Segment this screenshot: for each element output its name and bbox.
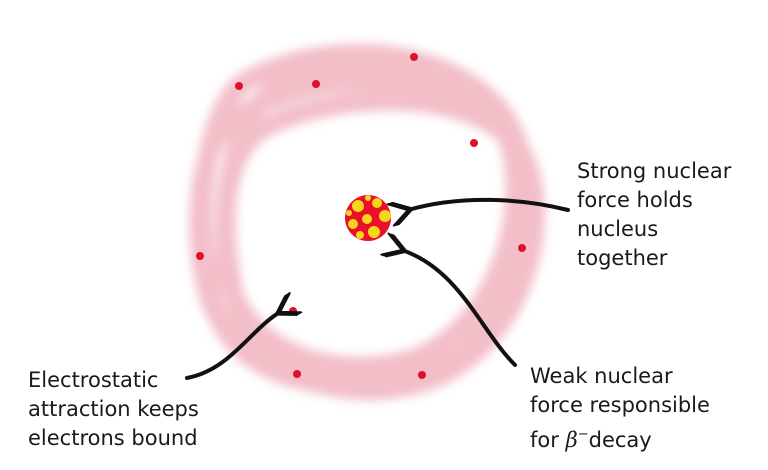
beta-symbol: β bbox=[565, 428, 578, 452]
electron-orbits bbox=[189, 43, 545, 401]
electron bbox=[518, 244, 526, 252]
electron bbox=[418, 371, 426, 379]
electron bbox=[235, 82, 243, 90]
label-line: together bbox=[577, 246, 668, 270]
nucleus bbox=[345, 195, 391, 241]
electron bbox=[196, 252, 204, 260]
label-text: for bbox=[530, 428, 566, 452]
electron bbox=[289, 307, 297, 315]
arrows bbox=[185, 197, 570, 380]
label-line: attraction keeps bbox=[28, 397, 199, 421]
electron bbox=[410, 53, 418, 61]
orbit-4 bbox=[214, 54, 526, 377]
label-line: electrons bound bbox=[28, 426, 198, 450]
label-line: Weak nuclear bbox=[530, 364, 673, 388]
electrostatic-label: Electrostatic attraction keeps electrons… bbox=[28, 366, 199, 453]
label-line: nucleus bbox=[577, 217, 659, 241]
strong-force-arrow bbox=[408, 197, 570, 210]
electron bbox=[293, 370, 301, 378]
electron bbox=[470, 139, 478, 147]
electrons bbox=[196, 53, 526, 379]
label-line: Electrostatic bbox=[28, 368, 159, 392]
label-line: force holds bbox=[577, 188, 693, 212]
label-line: for β−decay bbox=[530, 420, 710, 455]
label-line: Strong nuclear bbox=[577, 159, 732, 183]
weak-force-label: Weak nuclear force responsible for β−dec… bbox=[530, 362, 710, 455]
electron bbox=[312, 80, 320, 88]
label-text: decay bbox=[588, 428, 652, 452]
electrostatic-arrow bbox=[185, 312, 280, 380]
weak-force-arrow bbox=[402, 250, 517, 367]
label-line: force responsible bbox=[530, 393, 710, 417]
minus-superscript: − bbox=[577, 427, 589, 442]
strong-force-label: Strong nuclear force holds nucleus toget… bbox=[577, 157, 731, 273]
